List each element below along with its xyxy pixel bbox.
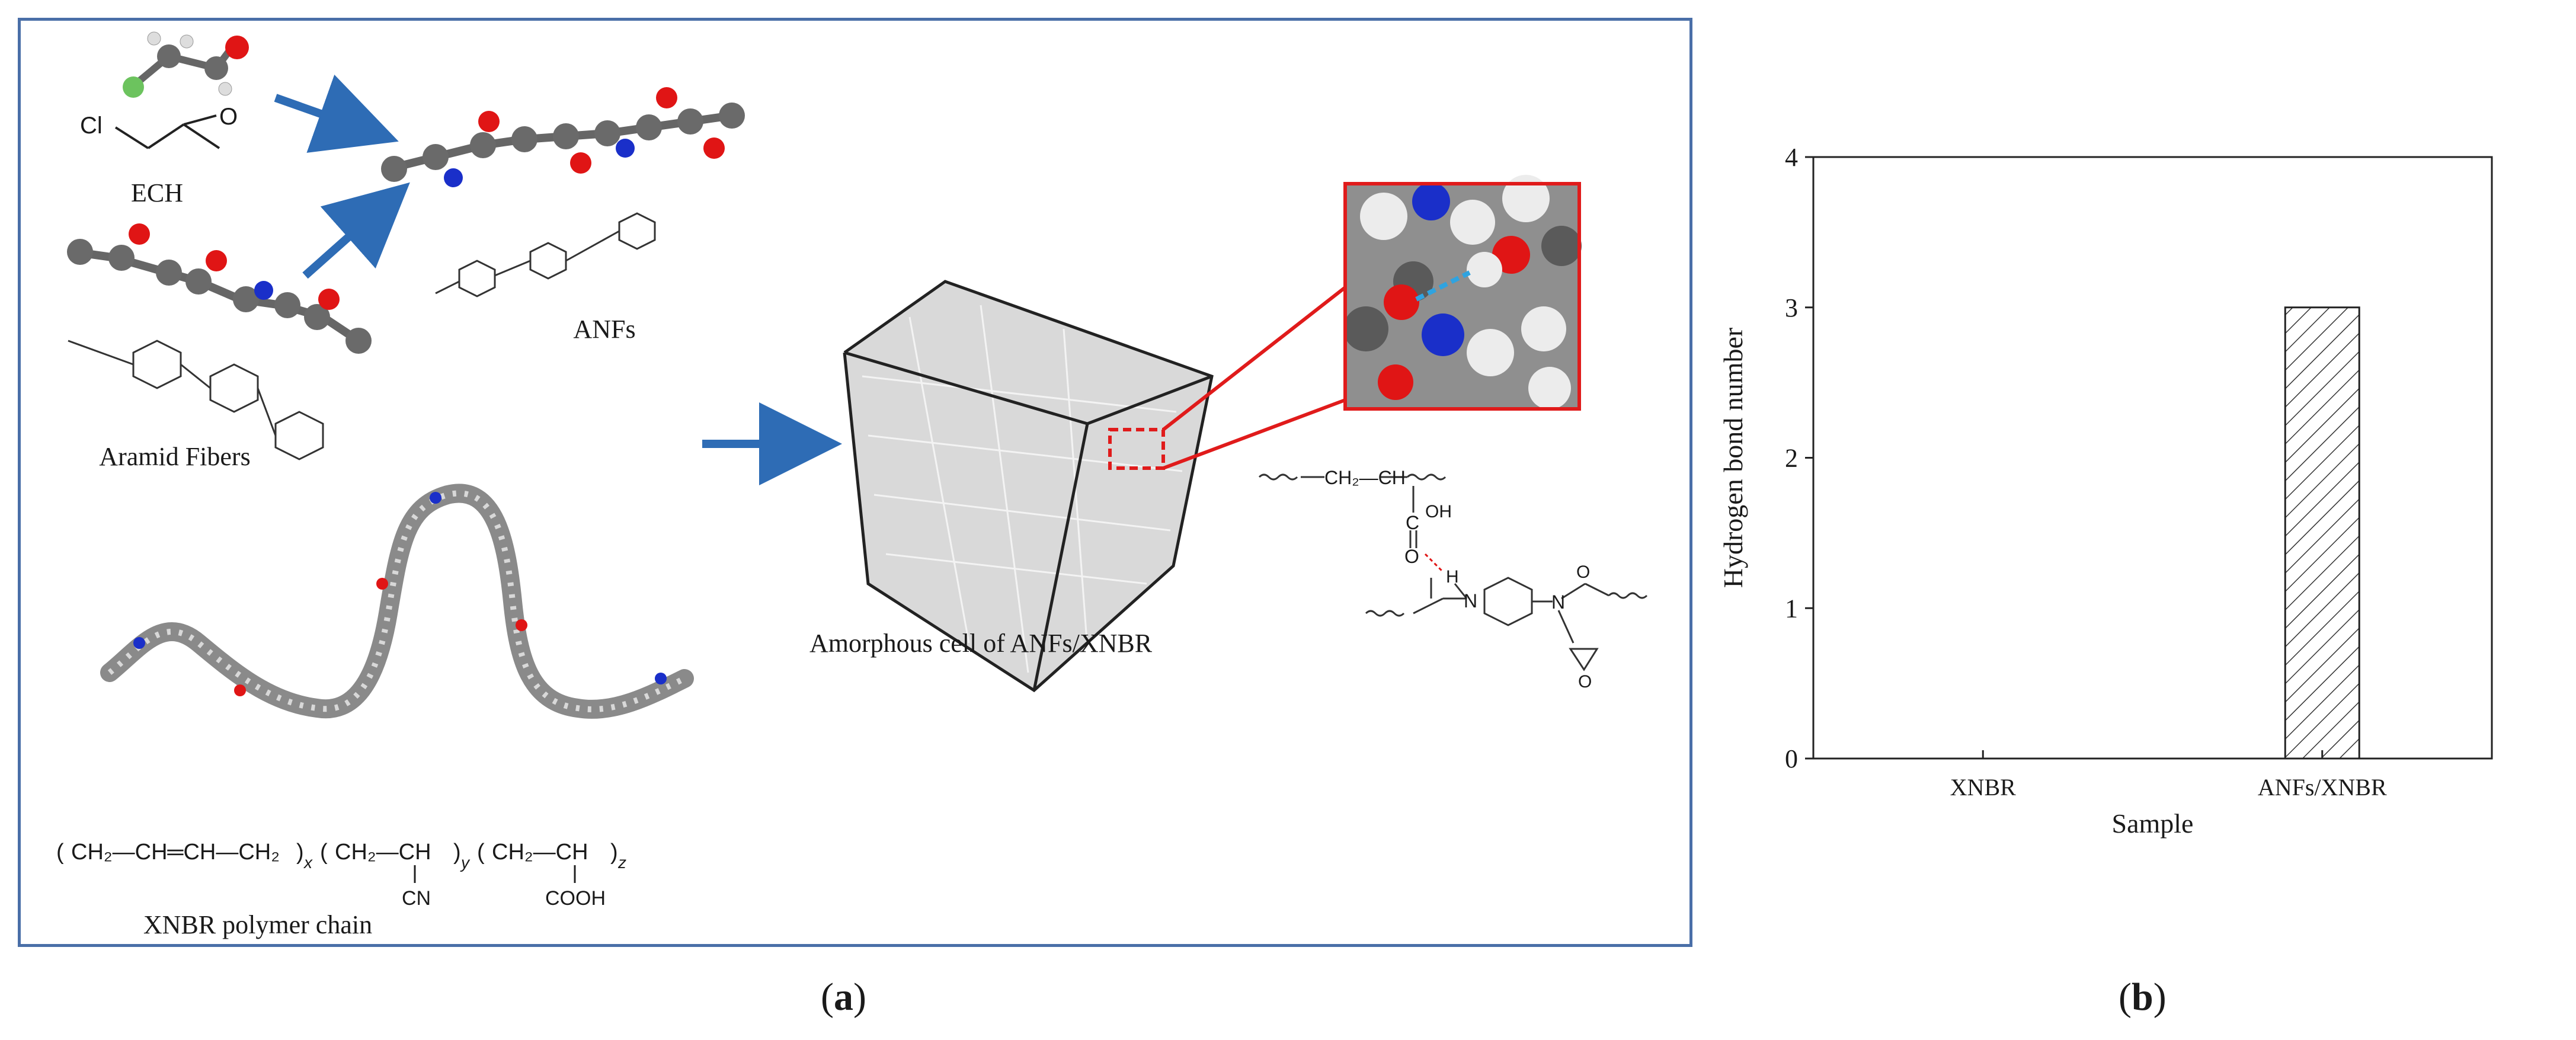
formula-open-bracket-2: ( bbox=[320, 840, 328, 865]
ech-label: ECH bbox=[131, 178, 183, 207]
xnbr-chain-model bbox=[100, 484, 694, 719]
y-tick-label: 4 bbox=[1785, 143, 1798, 172]
ech-skeletal-formula: Cl O bbox=[80, 104, 238, 149]
svg-text:O: O bbox=[1404, 546, 1419, 567]
x-tick-label: XNBR bbox=[1950, 774, 2016, 801]
arrow-aramid-to-anfs bbox=[302, 182, 410, 279]
panel-b-caption: (b) bbox=[2119, 975, 2167, 1019]
y-tick-label: 1 bbox=[1785, 594, 1798, 623]
amorphous-cell-cube bbox=[843, 280, 1214, 693]
formula-close-bracket-1: ) bbox=[296, 840, 304, 865]
panel-b-chart: 0 1 2 3 4 XNBR ANFs/XNBR Hydrogen bond number… bbox=[1707, 119, 2576, 865]
svg-text:CH₂—CH: CH₂—CH bbox=[1324, 467, 1406, 488]
y-tick-label: 2 bbox=[1785, 444, 1798, 473]
hydrogen-bond-scheme bbox=[1258, 473, 1648, 671]
formula-sub-z: z bbox=[617, 853, 626, 872]
aramid-skeletal-formula bbox=[68, 340, 324, 460]
zoom-line-top bbox=[1162, 286, 1346, 431]
formula-close-bracket-3: ) bbox=[610, 840, 618, 865]
ech-o-label: O bbox=[219, 104, 238, 130]
formula-cooh: COOH bbox=[545, 887, 606, 910]
zoom-region-box bbox=[1108, 428, 1165, 470]
aramid-fiber-model bbox=[67, 223, 372, 354]
svg-text:C: C bbox=[1406, 512, 1419, 533]
panel-a-caption: (a) bbox=[821, 975, 866, 1019]
ech-cl-label: Cl bbox=[80, 113, 103, 139]
panel-a-frame: Cl O ECH Aramid Fibers bbox=[18, 18, 1692, 947]
formula-segment-1: CH₂—CH═CH—CH₂ bbox=[71, 840, 280, 865]
formula-close-bracket-2: ) bbox=[453, 840, 461, 865]
amorphous-cell-label: Amorphous cell of ANFs/XNBR bbox=[809, 629, 1153, 658]
aramid-label: Aramid Fibers bbox=[99, 442, 250, 471]
y-tick-label: 0 bbox=[1785, 744, 1798, 773]
zoom-line-bottom bbox=[1162, 398, 1346, 470]
anfs-skeletal-formula bbox=[435, 212, 656, 297]
svg-text:O: O bbox=[1578, 672, 1592, 692]
formula-cn: CN bbox=[402, 887, 431, 910]
svg-text:O: O bbox=[1576, 562, 1590, 582]
arrow-ech-to-anfs bbox=[274, 74, 399, 153]
plot-frame bbox=[1812, 156, 2493, 760]
hydrogen-bond-bar-chart: 0 1 2 3 4 XNBR ANFs/XNBR Hydrogen bond number… bbox=[1718, 143, 2493, 839]
svg-text:N: N bbox=[1551, 591, 1565, 613]
formula-open-bracket-3: ( bbox=[477, 840, 485, 865]
svg-text:H: H bbox=[1446, 567, 1459, 587]
svg-text:OH: OH bbox=[1425, 502, 1452, 521]
panel-a-scheme: Cl O ECH Aramid Fibers bbox=[56, 31, 1648, 939]
svg-text:N: N bbox=[1464, 590, 1477, 612]
x-tick-label: ANFs/XNBR bbox=[2258, 774, 2387, 801]
formula-sub-y: y bbox=[460, 853, 471, 872]
x-axis-label: Sample bbox=[2112, 808, 2194, 839]
y-tick-label: 3 bbox=[1785, 293, 1798, 322]
hydrogen-bond-dash bbox=[1415, 270, 1471, 302]
y-axis-label: Hydrogen bond number bbox=[1718, 328, 1748, 588]
ech-molecule-model bbox=[123, 31, 249, 98]
anfs-molecule-model bbox=[381, 87, 745, 187]
anfs-label: ANFs bbox=[573, 315, 635, 344]
zoom-inset bbox=[1343, 175, 1582, 411]
formula-segment-2: CH₂—CH bbox=[335, 840, 431, 865]
formula-sub-x: x bbox=[303, 853, 313, 872]
xnbr-label: XNBR polymer chain bbox=[143, 910, 372, 939]
formula-open-bracket: ( bbox=[56, 840, 64, 865]
hydrogen-bond-scheme-labels: CH₂—CH C OH O H N N O O bbox=[1324, 467, 1592, 692]
bar-anfs-xnbr bbox=[2284, 306, 2360, 760]
xnbr-formula: ( CH₂—CH═CH—CH₂ ) x ( CH₂—CH ) y CN ( CH… bbox=[56, 840, 626, 910]
formula-segment-3: CH₂—CH bbox=[492, 840, 588, 865]
